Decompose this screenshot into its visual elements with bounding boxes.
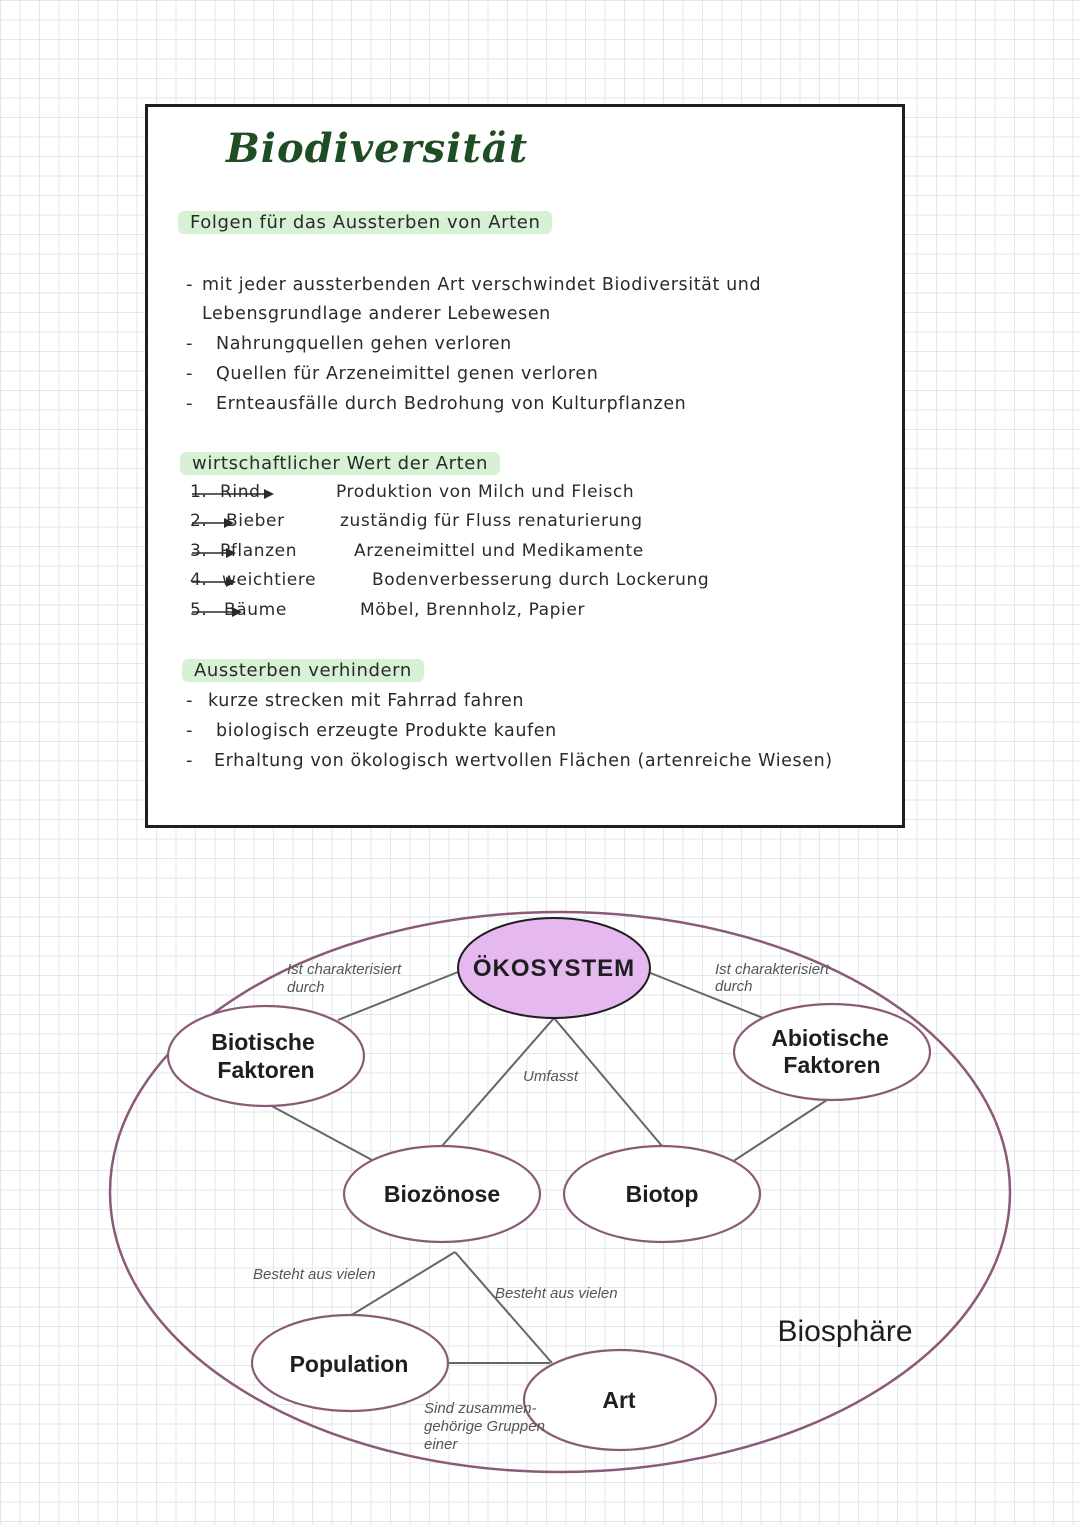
connector-line — [553, 1017, 663, 1147]
bullet-dash: - — [186, 720, 193, 741]
note-title: Biodiversität — [226, 125, 529, 172]
row-number: 4. — [190, 570, 208, 590]
consequence-item-2: Nahrungquellen gehen verloren — [216, 334, 512, 354]
connector-line — [441, 1017, 555, 1147]
connector-line — [267, 1103, 373, 1161]
biocenosis-label: Biozönose — [384, 1181, 500, 1207]
note-card: Biodiversität Folgen für das Aussterben … — [145, 104, 905, 828]
node-biocenosis: Biozönose — [342, 1144, 542, 1244]
arrow-right-icon — [192, 548, 236, 558]
relation-includes: Umfasst — [523, 1068, 579, 1085]
bullet-dash: - — [186, 333, 193, 354]
node-biotic-factors: Biotische Faktoren — [166, 1004, 366, 1108]
value-row: 3. Pflanzen Arzeneimittel und Medikament… — [190, 541, 870, 565]
relation-groups-1: Sind zusammen- — [424, 1400, 537, 1417]
biotic-label-line2: Faktoren — [217, 1057, 314, 1083]
node-biotope: Biotop — [562, 1144, 762, 1244]
node-species: Art — [522, 1348, 718, 1452]
ecosystem-label: ÖKOSYSTEM — [473, 955, 635, 982]
row-number: 1. — [190, 482, 208, 502]
biosphere-label: Biosphäre — [777, 1315, 912, 1348]
relation-consists-left: Besteht aus vielen — [253, 1266, 376, 1283]
bullet-dash: - — [186, 363, 193, 384]
consequence-item-3: Quellen für Arzeneimittel genen verloren — [216, 364, 599, 384]
relation-characterized-right-1: Ist charakterisiert — [715, 961, 830, 978]
arrow-right-icon — [192, 489, 274, 499]
economic-value-heading: wirtschaftlicher Wert der Arten — [180, 452, 500, 475]
node-ecosystem: ÖKOSYSTEM — [457, 917, 651, 1019]
relation-groups-2: gehörige Gruppen — [424, 1418, 545, 1435]
biotic-label-line1: Biotische — [211, 1029, 315, 1055]
arrow-right-icon — [192, 607, 242, 617]
ecosystem-ellipse — [457, 917, 651, 1019]
abiotic-ellipse — [732, 1002, 932, 1102]
connector-line — [647, 971, 769, 1021]
connector-lines — [267, 971, 831, 1364]
bullet-dash: - — [186, 750, 193, 771]
arrow-right-icon — [192, 577, 236, 587]
value-row: 2. Bieber zuständig für Fluss renaturier… — [190, 511, 870, 535]
species-ellipse — [522, 1348, 718, 1452]
consequence-item-1-cont: Lebensgrundlage anderer Lebewesen — [202, 304, 551, 324]
connector-line — [349, 1251, 456, 1317]
relation-consists-right: Besteht aus vielen — [495, 1285, 618, 1302]
arrow-right-icon — [192, 518, 234, 528]
consequence-item-4: Ernteausfälle durch Bedrohung von Kultur… — [216, 394, 687, 414]
species-value: zuständig für Fluss renaturierung — [340, 511, 643, 531]
species-value: Möbel, Brennholz, Papier — [360, 600, 586, 620]
consequence-item-1: mit jeder aussterbenden Art verschwindet… — [202, 275, 762, 295]
bullet-dash: - — [186, 274, 193, 295]
row-number: 2. — [190, 511, 208, 531]
biocenosis-ellipse — [342, 1144, 542, 1244]
prevention-item-2: biologisch erzeugte Produkte kaufen — [216, 721, 557, 741]
biotope-ellipse — [562, 1144, 762, 1244]
bullet-dash: - — [186, 393, 193, 414]
abiotic-label-line2: Faktoren — [783, 1052, 880, 1078]
population-label: Population — [290, 1351, 409, 1377]
species-value: Produktion von Milch und Fleisch — [336, 482, 635, 502]
species-value: Bodenverbesserung durch Lockerung — [372, 570, 710, 590]
biotic-ellipse — [166, 1004, 366, 1108]
relation-characterized-left-1: Ist charakterisiert — [287, 961, 402, 978]
species-name: Bäume — [224, 600, 287, 620]
row-number: 5. — [190, 600, 208, 620]
node-abiotic-factors: Abiotische Faktoren — [732, 1002, 932, 1102]
population-ellipse — [250, 1313, 450, 1413]
relation-characterized-left-2: durch — [287, 979, 325, 996]
connector-line — [337, 971, 459, 1021]
row-number: 3. — [190, 541, 208, 561]
prevention-heading: Aussterben verhindern — [182, 659, 424, 682]
value-row: 5. Bäume Möbel, Brennholz, Papier — [190, 600, 870, 624]
biotope-label: Biotop — [626, 1181, 699, 1207]
bullet-dash: - — [186, 690, 193, 711]
abiotic-label-line1: Abiotische — [771, 1025, 889, 1051]
connector-line — [731, 1097, 831, 1163]
relation-groups-3: einer — [424, 1436, 458, 1453]
species-label: Art — [602, 1387, 636, 1413]
prevention-item-1: kurze strecken mit Fahrrad fahren — [208, 691, 525, 711]
connector-line — [454, 1251, 553, 1364]
prevention-item-3: Erhaltung von ökologisch wertvollen Fläc… — [214, 751, 833, 771]
value-row: 1. Rind Produktion von Milch und Fleisch — [190, 482, 870, 506]
value-row: 4. weichtiere Bodenverbesserung durch Lo… — [190, 570, 870, 594]
biosphere-outline — [108, 910, 1012, 1474]
node-population: Population — [250, 1313, 450, 1413]
relation-characterized-right-2: durch — [715, 978, 753, 995]
species-name: weichtiere — [222, 570, 317, 590]
species-name: Rind — [220, 482, 261, 502]
species-value: Arzeneimittel und Medikamente — [354, 541, 644, 561]
species-name: Bieber — [226, 511, 285, 531]
species-name: Pflanzen — [220, 541, 298, 561]
consequences-heading: Folgen für das Aussterben von Arten — [178, 211, 553, 234]
